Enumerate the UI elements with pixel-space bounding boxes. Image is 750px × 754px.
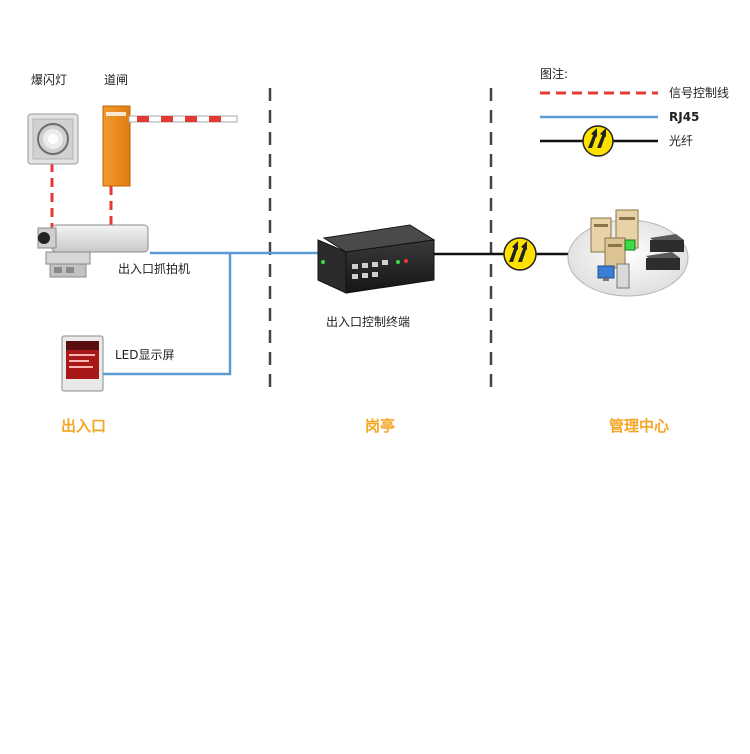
barrier-gate-icon <box>102 105 238 187</box>
legend-signal-line-label: 信号控制线 <box>669 86 730 100</box>
barrier-gate-label: 道闸 <box>104 73 129 87</box>
capture-camera-icon <box>37 224 149 278</box>
led-display-icon <box>61 335 104 392</box>
fiber-joint-icon <box>503 237 537 271</box>
camera-label: 出入口抓拍机 <box>118 262 191 276</box>
legend-title: 图注: <box>540 67 569 81</box>
control-terminal-label: 出入口控制终端 <box>326 315 411 329</box>
led-display-label: LED显示屏 <box>115 348 175 362</box>
rj45-led-branch <box>103 253 232 376</box>
flash-light-icon <box>27 113 79 165</box>
zone-label-entrance: 出入口 <box>61 417 107 435</box>
management-center-icon <box>567 209 689 297</box>
control-terminal-icon <box>317 224 436 294</box>
legend-rj45-label: RJ45 <box>669 110 700 124</box>
network-device-icon <box>646 234 684 270</box>
legend-fiber-label: 光纤 <box>669 134 694 148</box>
flash-light-label: 爆闪灯 <box>31 73 68 87</box>
zone-label-booth: 岗亭 <box>365 417 396 435</box>
workstation-icon <box>597 239 636 289</box>
zone-label-management: 管理中心 <box>609 417 670 435</box>
legend-fiber-joint-icon <box>582 125 614 157</box>
